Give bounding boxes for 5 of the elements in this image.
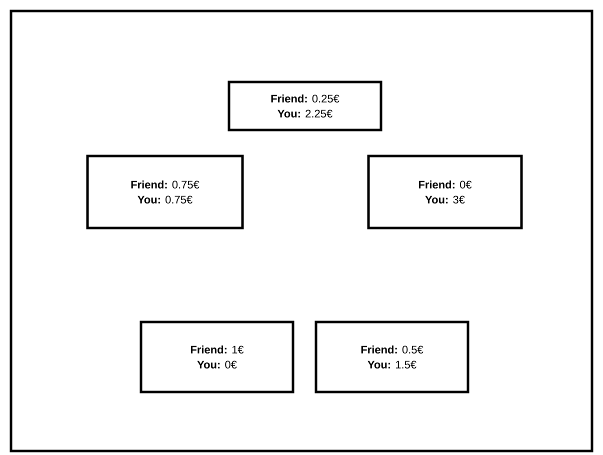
value-box: Friend: 1€ You: 0€ — [140, 320, 294, 394]
value-box: Friend: 0.75€ You: 0.75€ — [86, 154, 244, 230]
value-box: Friend: 0.25€ You: 2.25€ — [228, 80, 382, 132]
value-box: Friend: 0.5€ You: 1.5€ — [314, 320, 470, 394]
value-box: Friend: 0€ You: 3€ — [367, 154, 523, 230]
